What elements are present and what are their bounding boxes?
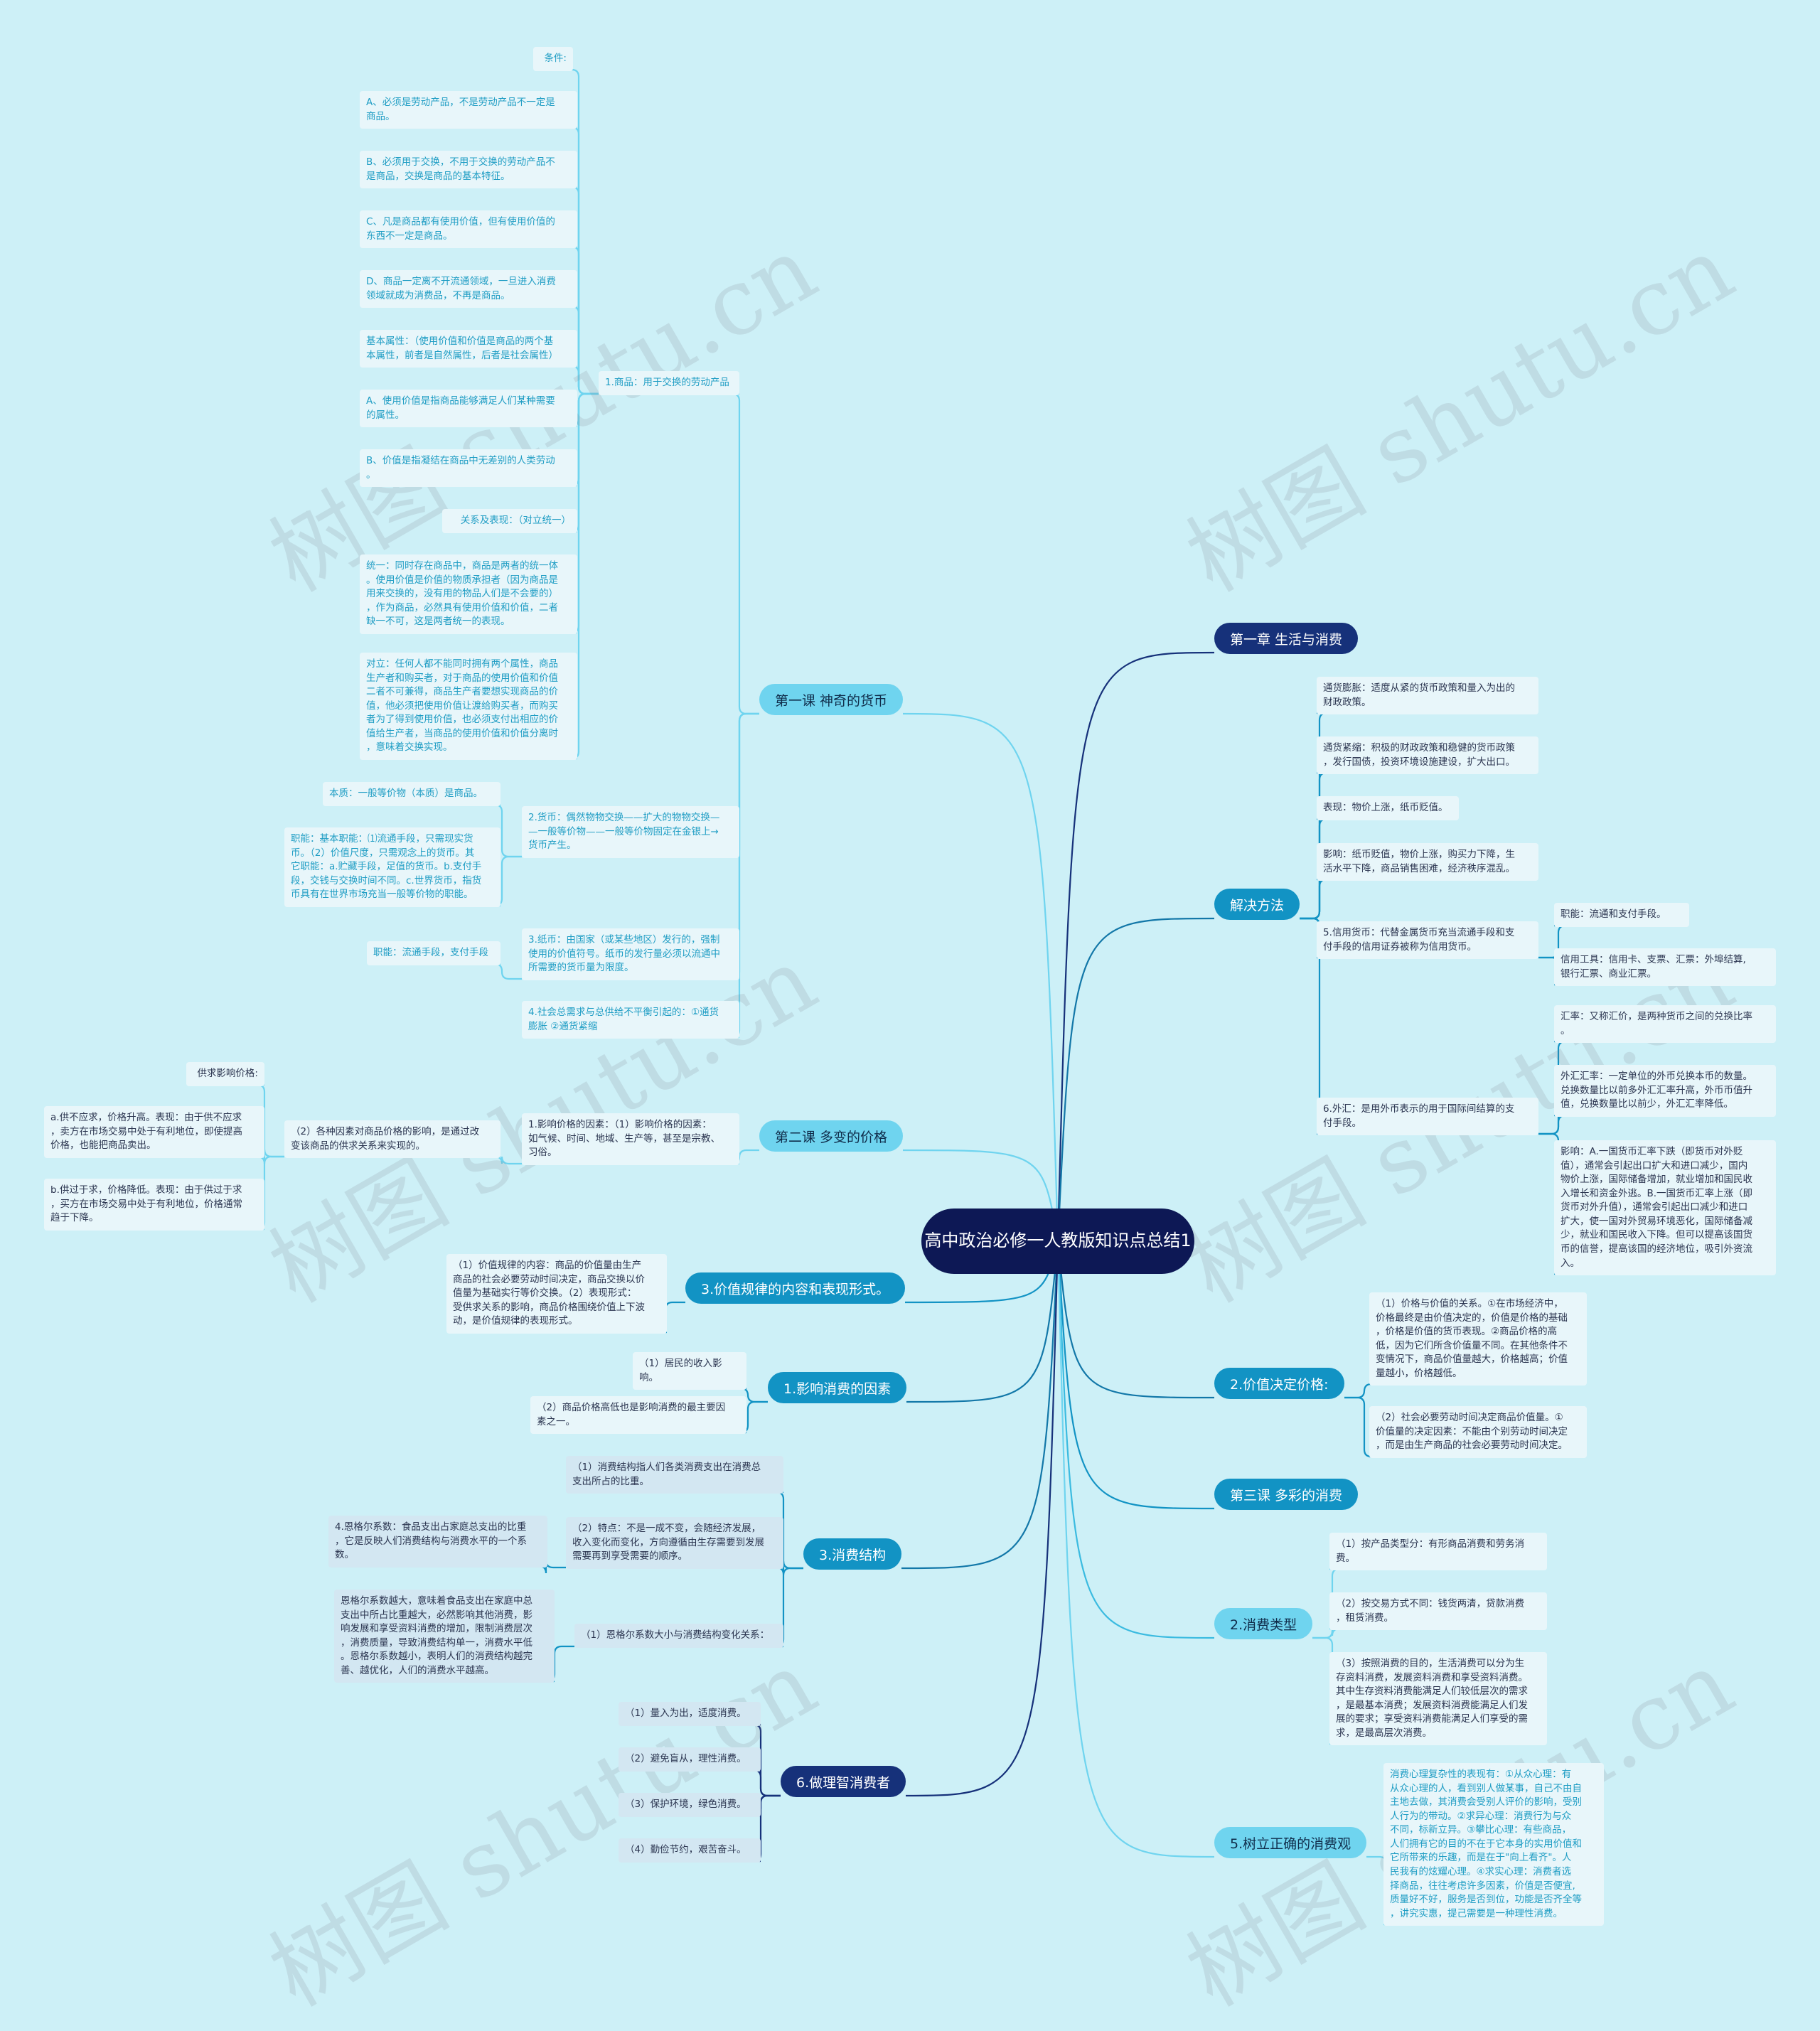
branch-lesson-2[interactable]: 第二课 多变的价格 xyxy=(759,1120,904,1152)
branch-chapter-1[interactable]: 第一章 生活与消费 xyxy=(1214,623,1359,654)
leaf-fx-rate: 外汇汇率：一定单位的外币兑换本币的数量。 兑换数量比以前多外汇汇率升高，外币币值… xyxy=(1554,1065,1776,1117)
leaf-relationship: 关系及表现：（对立统一） xyxy=(442,509,577,533)
leaf-type-by-purpose: （3）按照消费的目的，生活消费可以分为生 存资料消费，发展资料消费和享受资料消费… xyxy=(1329,1652,1547,1746)
leaf-labor-time: （2）社会必要劳动时间决定商品价值量。① 价值量的决定因素：不能由个别劳动时间决… xyxy=(1369,1406,1587,1458)
leaf-smart-1: （1）量入为出，适度消费。 xyxy=(619,1702,761,1726)
branch-value-law[interactable]: 3.价值规律的内容和表现形式。 xyxy=(685,1272,906,1304)
branch-value-price[interactable]: 2.价值决定价格: xyxy=(1214,1368,1344,1399)
leaf-unity: 统一：同时存在商品中，商品是两者的统一体 。使用价值是价值的物质承担者（因为商品… xyxy=(360,554,577,634)
leaf-fx-impact: 影响：A.一国货币汇率下跌（即货币对外贬 值），通常会引起出口扩大和进口减少，国… xyxy=(1554,1140,1776,1276)
leaf-value-law: （1）价值规律的内容：商品的价值量由生产 商品的社会必要劳动时间决定，商品交换以… xyxy=(446,1254,667,1334)
leaf-income-effect: （1）居民的收入影响。 xyxy=(633,1352,746,1390)
leaf-essence: 本质：一般等价物（本质）是商品。 xyxy=(323,782,500,806)
leaf-engel-coefficient: 4.恩格尔系数：食品支出占家庭总支出的比重 ，它是反映人们消费结构与消费水平的一… xyxy=(328,1516,547,1568)
leaf-inflation-remedy: 通货膨胀：适度从紧的货币政策和量入为出的 财政政策。 xyxy=(1317,677,1538,715)
leaf-inflation-impact: 影响：纸币贬值，物价上涨，购买力下降，生 活水平下降，商品销售困难，经济秩序混乱… xyxy=(1317,843,1538,881)
leaf-credit-functions: 职能：流通和支付手段。 xyxy=(1554,903,1689,927)
leaf-paper-money: 3.纸币：由国家（或某些地区）发行的，强制 使用的价值符号。纸币的发行量必须以流… xyxy=(522,928,739,980)
leaf-consumer-psychology: 消费心理复杂性的表现有：①从众心理：有 从众心理的人，看到别人做某事，自己不由自… xyxy=(1383,1763,1604,1926)
leaf-type-by-trade: （2）按交易方式不同：钱货两清，贷款消费 ，租赁消费。 xyxy=(1329,1592,1547,1631)
leaf-value: B、价值是指凝结在商品中无差别的人类劳动 。 xyxy=(360,449,577,488)
leaf-smart-2: （2）避免盲从，理性消费。 xyxy=(619,1747,761,1772)
leaf-paper-money-functions: 职能：流通手段，支付手段 xyxy=(367,941,500,965)
leaf-supply-demand-imbalance: 4.社会总需求与总供给不平衡引起的：①通货 膨胀 ②通货紧缩 xyxy=(522,1001,739,1039)
branch-lesson-1[interactable]: 第一课 神奇的货币 xyxy=(759,684,904,715)
leaf-currency-functions: 职能：基本职能：⑴流通手段，只需现实货 币。（2）价值尺度，只需观念上的货币。其… xyxy=(284,827,500,907)
leaf-structure-definition: （1）消费结构指人们各类消费支出在消费总 支出所占的比重。 xyxy=(566,1456,783,1494)
branch-consumption-factors[interactable]: 1.影响消费的因素 xyxy=(768,1372,907,1403)
leaf-opposition: 对立：任何人都不能同时拥有两个属性，商品 生产者和购买者，对于商品的使用价值和价… xyxy=(360,653,577,760)
leaf-use-value: A、使用价值是指商品能够满足人们某种需要 的属性。 xyxy=(360,390,577,428)
leaf-condition-b: B、必须用于交换，不用于交换的劳动产品不 是商品，交换是商品的基本特征。 xyxy=(360,151,577,189)
leaf-currency: 2.货币：偶然物物交换——扩大的物物交换— —一般等价物——一般等价物固定在金银… xyxy=(522,806,739,858)
leaf-price-factors: 1.影响价格的因素：（1）影响价格的因素： 如气候、时间、地域、生产等，甚至是宗… xyxy=(522,1113,739,1165)
leaf-credit-instruments: 信用工具：信用卡、支票、汇票：外埠结算, 银行汇票、商业汇票。 xyxy=(1554,948,1776,987)
leaf-conditions: 条件: xyxy=(533,47,573,71)
leaf-condition-d: D、商品一定离不开流通领域，一旦进入消费 领域就成为消费品，不再是商品。 xyxy=(360,270,577,309)
leaf-factors-via-supply: （2）各种因素对商品价格的影响，是通过改 变该商品的供求关系来实现的。 xyxy=(284,1120,500,1159)
leaf-engel-relationship: （1）恩格尔系数大小与消费结构变化关系： xyxy=(574,1624,783,1648)
branch-consumption-structure[interactable]: 3.消费结构 xyxy=(803,1538,902,1570)
branch-lesson-3[interactable]: 第三课 多彩的消费 xyxy=(1214,1479,1359,1510)
branch-solutions[interactable]: 解决方法 xyxy=(1214,889,1300,920)
leaf-price-value-relation: （1）价格与价值的关系。①在市场经济中， 价格最终是由价值决定的，价值是价格的基… xyxy=(1369,1292,1587,1386)
leaf-type-by-product: （1）按产品类型分：有形商品消费和劳务消 费。 xyxy=(1329,1533,1547,1571)
leaf-commodity: 1.商品：用于交换的劳动产品 xyxy=(599,371,739,395)
root-node[interactable]: 高中政治必修一人教版知识点总结1 xyxy=(921,1209,1194,1274)
leaf-exchange-rate: 汇率：又称汇价，是两种货币之间的兑换比率 。 xyxy=(1554,1005,1776,1044)
leaf-structure-features: （2）特点：不是一成不变，会随经济发展， 收入变化而变化，方向遵循由生存需要到发… xyxy=(566,1517,783,1569)
leaf-smart-3: （3）保护环境，绿色消费。 xyxy=(619,1793,761,1817)
leaf-deflation-remedy: 通货紧缩：积极的财政政策和稳健的货币政策 ，发行国债，投资环境设施建设，扩大出口… xyxy=(1317,736,1538,775)
leaf-basic-attributes: 基本属性：（使用价值和价值是商品的两个基 本属性，前者是自然属性，后者是社会属性… xyxy=(360,330,577,368)
leaf-surplus: b.供过于求，价格降低。表现：由于供过于求 ，买方在市场交易中处于有利地位，价格… xyxy=(44,1179,264,1231)
leaf-smart-4: （4）勤俭节约，艰苦奋斗。 xyxy=(619,1838,761,1863)
connector-lines xyxy=(257,68,1566,1926)
leaf-credit-money: 5.信用货币：代替金属货币充当流通手段和支 付手段的信用证券被称为信用货币。 xyxy=(1317,921,1538,960)
leaf-condition-a: A、必须是劳动产品，不是劳动产品不一定是 商品。 xyxy=(360,91,577,129)
leaf-engel-detail: 恩格尔系数越大，意味着食品支出在家庭中总 支出中所占比重越大，必然影响其他消费，… xyxy=(334,1590,555,1683)
branch-consumption-view[interactable]: 5.树立正确的消费观 xyxy=(1214,1827,1367,1858)
leaf-inflation-sign: 表现：物价上涨，纸币贬值。 xyxy=(1317,796,1459,820)
leaf-shortage: a.供不应求，价格升高。表现：由于供不应求 ，卖方在市场交易中处于有利地位，即使… xyxy=(44,1106,264,1158)
leaf-supply-affects-price: 供求影响价格: xyxy=(186,1062,264,1086)
watermark: 树图 shutu.cn xyxy=(1170,216,1750,613)
leaf-price-effect: （2）商品价格高低也是影响消费的最主要因 素之一。 xyxy=(530,1396,746,1435)
branch-consumption-types[interactable]: 2.消费类型 xyxy=(1214,1608,1313,1639)
leaf-condition-c: C、凡是商品都有使用价值，但有使用价值的 东西不一定是商品。 xyxy=(360,210,577,249)
leaf-foreign-exchange: 6.外汇：是用外币表示的用于国际间结算的支 付手段。 xyxy=(1317,1098,1538,1136)
branch-smart-consumer[interactable]: 6.做理智消费者 xyxy=(781,1766,906,1797)
